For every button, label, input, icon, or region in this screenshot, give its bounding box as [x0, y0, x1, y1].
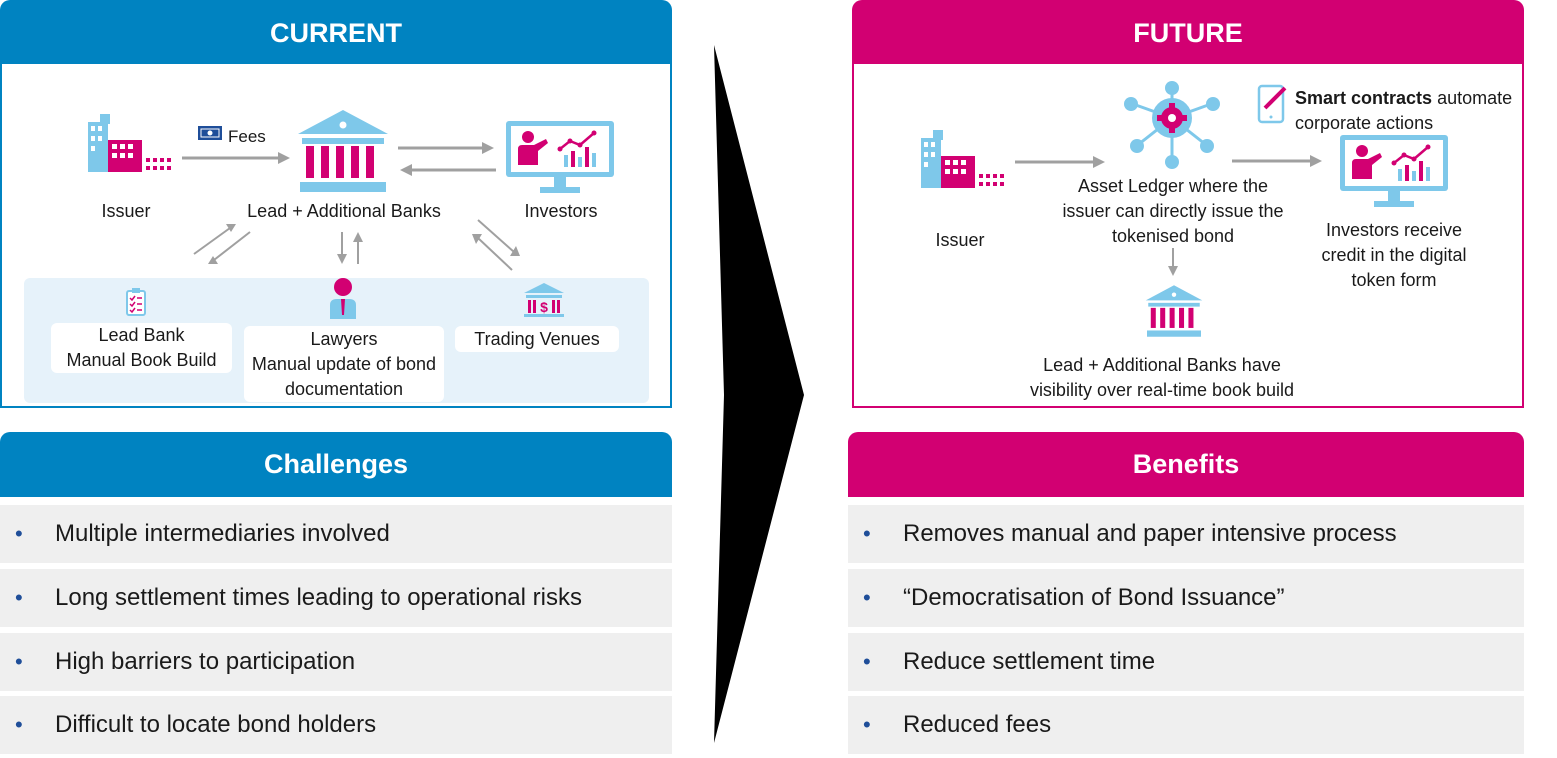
challenge-row: • Multiple intermediaries involved: [0, 505, 672, 563]
lawyer-person-icon: [330, 278, 356, 319]
current-investors-label: Investors: [524, 201, 598, 221]
smart-contracts-line2: corporate actions: [1295, 113, 1434, 133]
tablet-pen-icon: [1257, 84, 1287, 124]
challenge-text: Difficult to locate bond holders: [55, 711, 377, 738]
svg-text:$: $: [540, 299, 548, 315]
benefit-text: Reduce settlement time: [903, 648, 1156, 675]
bullet-icon: •: [15, 521, 23, 546]
arrow-issuer-to-banks: [182, 152, 290, 164]
future-investors-label: Investors receive credit in the digital …: [1300, 218, 1488, 293]
future-investors-line-3: token form: [1351, 270, 1437, 290]
presentation-monitor-icon: [1340, 135, 1448, 207]
lead-bank-desc: Manual Book Build: [66, 350, 217, 370]
ledger-line-1: Asset Ledger where the: [1077, 176, 1269, 196]
smart-contracts-bold: Smart contracts: [1295, 88, 1433, 108]
challenge-text: Long settlement times leading to operati…: [55, 584, 582, 611]
current-header: CURRENT: [0, 0, 672, 66]
trading-venues-title: Trading Venues: [474, 328, 600, 349]
bullet-icon: •: [863, 585, 871, 610]
arrows-banks-investors: [398, 142, 496, 176]
future-investors-line-1: Investors receive: [1325, 220, 1463, 240]
lawyers-desc-1: Manual update of bond: [251, 353, 437, 374]
ledger-line-3: tokenised bond: [1111, 226, 1235, 246]
benefit-text: Removes manual and paper intensive proce…: [903, 520, 1397, 547]
benefit-text: “Democratisation of Bond Issuance”: [903, 584, 1285, 611]
current-issuer-label: Issuer: [101, 201, 151, 221]
challenge-text: Multiple intermediaries involved: [55, 520, 390, 547]
bullet-icon: •: [15, 712, 23, 737]
building-icon: [921, 130, 1004, 188]
future-banks-line-1: Lead + Additional Banks have: [1043, 355, 1281, 375]
future-issuer-label: Issuer: [935, 230, 985, 250]
challenge-text: High barriers to participation: [55, 648, 356, 675]
benefit-row: • “Democratisation of Bond Issuance”: [848, 569, 1524, 627]
challenges-header: Challenges: [0, 432, 672, 497]
arrows-banks-lawyers: [337, 232, 363, 264]
benefit-text: Reduced fees: [903, 711, 1052, 738]
challenges-title: Challenges: [263, 449, 409, 479]
challenge-row: • Difficult to locate bond holders: [0, 696, 672, 754]
ledger-label: Asset Ledger where the issuer can direct…: [1043, 174, 1303, 249]
bullet-icon: •: [863, 649, 871, 674]
fees-label: Fees: [228, 127, 266, 146]
benefits-header: Benefits: [848, 432, 1524, 497]
lead-bank-title: Lead Bank: [98, 325, 185, 345]
trading-venue-icon: $: [524, 283, 564, 317]
future-investors-line-2: credit in the digital: [1321, 245, 1467, 265]
future-banks-line-2: visibility over real-time book build: [1029, 380, 1295, 400]
bullet-icon: •: [15, 585, 23, 610]
building-icon: [88, 114, 171, 172]
future-banks-label: Lead + Additional Banks have visibility …: [1006, 353, 1318, 403]
lawyers-card: Lawyers Manual update of bond documentat…: [244, 326, 444, 402]
arrow-ledger-to-investors: [1232, 155, 1322, 167]
lead-bank-card: Lead Bank Manual Book Build: [51, 323, 232, 373]
current-title: CURRENT: [270, 17, 402, 48]
future-header: FUTURE: [852, 0, 1524, 66]
presentation-monitor-icon: [506, 121, 614, 193]
arrows-banks-leadbank: [193, 224, 251, 264]
lawyers-title: Lawyers: [310, 328, 378, 349]
arrow-ledger-to-banks: [1168, 248, 1178, 276]
clipboard-checklist-icon: [126, 288, 146, 316]
arrows-investors-trading: [472, 219, 520, 271]
lawyers-desc-2: documentation: [284, 378, 404, 399]
bullet-icon: •: [15, 649, 23, 674]
benefit-row: • Reduce settlement time: [848, 633, 1524, 691]
chevron-right-icon: [714, 45, 804, 743]
arrow-issuer-to-ledger: [1015, 156, 1105, 168]
trading-venues-card: Trading Venues: [455, 326, 619, 352]
bullet-icon: •: [863, 712, 871, 737]
future-title: FUTURE: [1133, 17, 1243, 48]
benefit-row: • Removes manual and paper intensive pro…: [848, 505, 1524, 563]
benefit-row: • Reduced fees: [848, 696, 1524, 754]
challenge-row: • High barriers to participation: [0, 633, 672, 691]
current-banks-label: Lead + Additional Banks: [247, 201, 441, 221]
challenge-row: • Long settlement times leading to opera…: [0, 569, 672, 627]
smart-contracts-label: Smart contracts automate corporate actio…: [1295, 86, 1535, 136]
money-icon: [198, 126, 222, 140]
ledger-line-2: issuer can directly issue the: [1062, 201, 1284, 221]
network-gear-icon: [1124, 81, 1220, 169]
bank-icon: [1145, 285, 1203, 337]
benefits-title: Benefits: [1132, 449, 1240, 479]
bullet-icon: •: [863, 521, 871, 546]
bank-icon: [298, 110, 388, 192]
smart-contracts-rest: automate: [1432, 88, 1513, 108]
